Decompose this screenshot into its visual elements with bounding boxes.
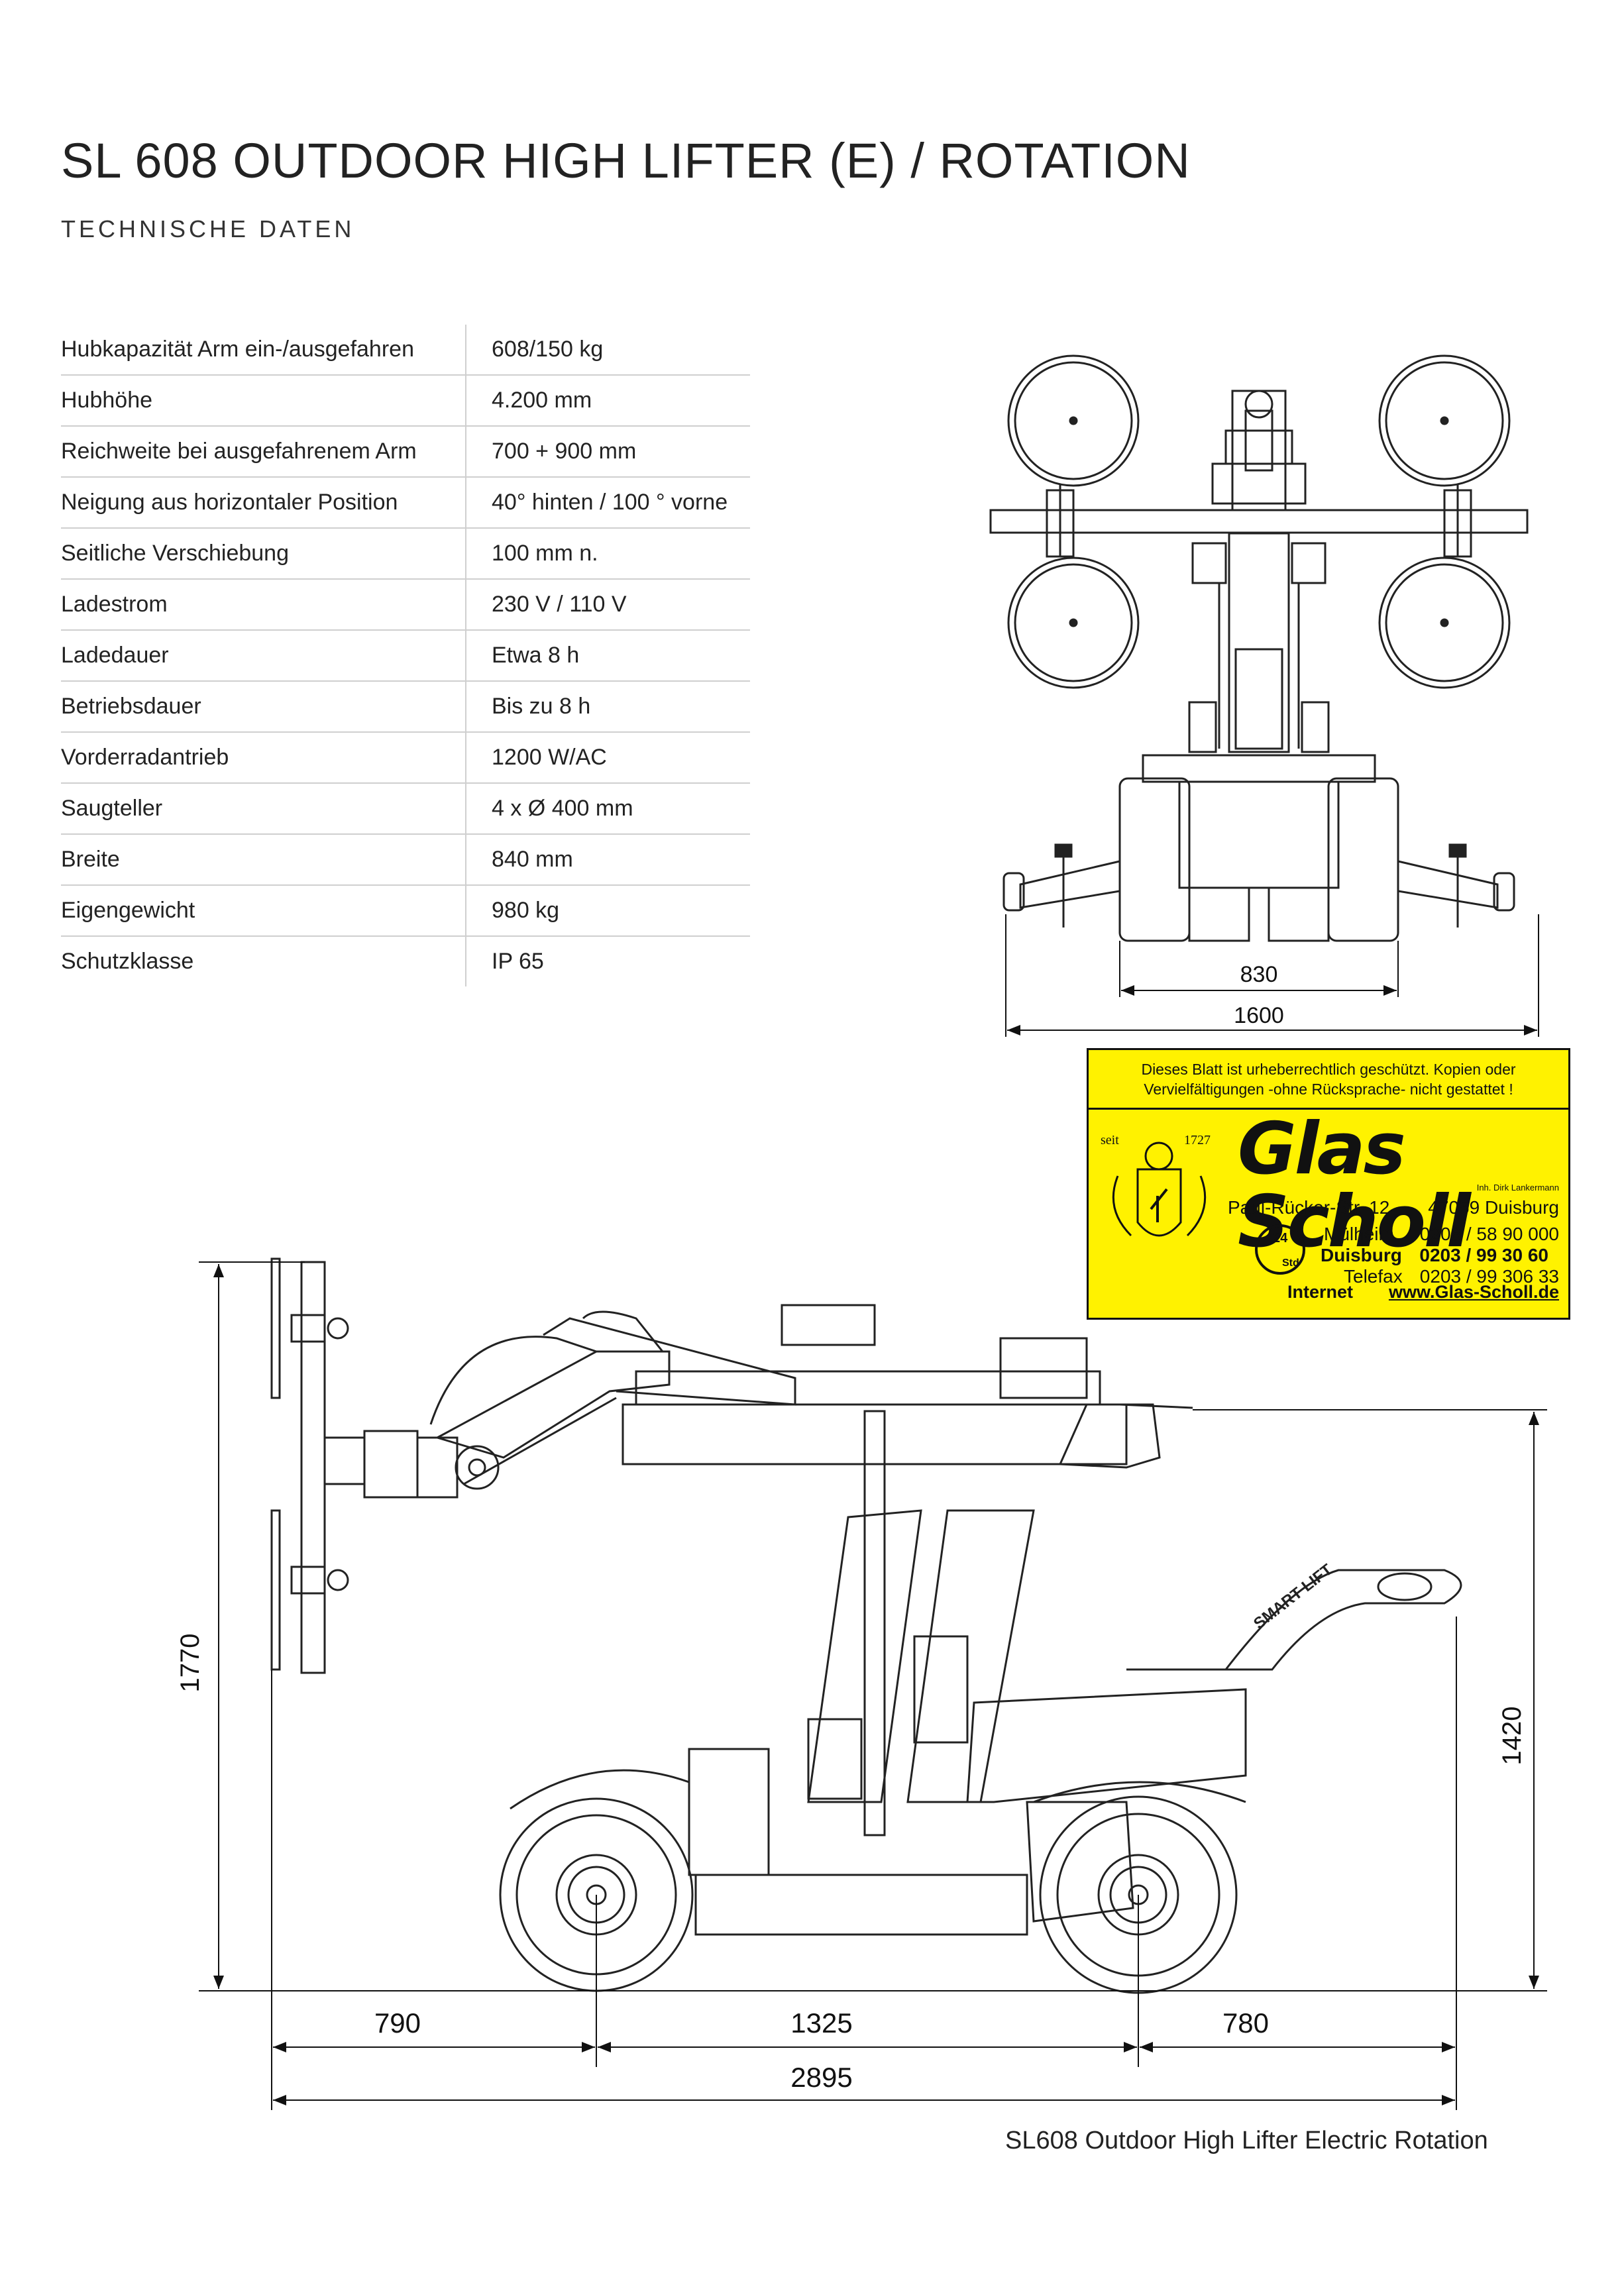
dim-790: 790 xyxy=(374,2007,421,2039)
dim-2895: 2895 xyxy=(790,2062,852,2093)
spec-label: Hubhöhe xyxy=(61,375,466,427)
dim-1600: 1600 xyxy=(1234,1003,1284,1028)
spec-label: Saugteller xyxy=(61,783,466,835)
spec-label: Ladestrom xyxy=(61,579,466,631)
spec-value: 608/150 kg xyxy=(466,325,750,376)
spec-value: 230 V / 110 V xyxy=(466,579,750,631)
spec-label: Neigung aus horizontaler Position xyxy=(61,477,466,529)
dim-830: 830 xyxy=(1240,962,1278,987)
spec-label: Seitliche Verschiebung xyxy=(61,528,466,580)
svg-text:24: 24 xyxy=(1273,1231,1288,1246)
notice-line-1: Dieses Blatt ist urheberrechtlich geschü… xyxy=(1141,1061,1516,1078)
spec-value: 100 mm n. xyxy=(466,528,750,580)
street-address: Paul-Rücker-Str. 12 xyxy=(1228,1197,1390,1218)
page-title: SL 608 OUTDOOR HIGH LIFTER (E) / ROTATIO… xyxy=(61,133,1191,188)
owner-name: Inh. Dirk Lankermann xyxy=(1476,1183,1559,1193)
spec-value: Bis zu 8 h xyxy=(466,681,750,733)
spec-value: 4.200 mm xyxy=(466,375,750,427)
fax-label: Telefax xyxy=(1344,1266,1403,1287)
spec-value: 700 + 900 mm xyxy=(466,426,750,478)
fax-number: 0203 / 99 306 33 xyxy=(1419,1266,1559,1287)
spec-value: Etwa 8 h xyxy=(466,630,750,682)
spec-label: Betriebsdauer xyxy=(61,681,466,733)
footer-caption: SL608 Outdoor High Lifter Electric Rotat… xyxy=(1005,2127,1488,2154)
phone2-label: Duisburg xyxy=(1321,1245,1402,1265)
copyright-stamp: Dieses Blatt ist urheberrechtlich geschü… xyxy=(1087,1048,1570,1320)
spec-label: Reichweite bei ausgefahrenem Arm xyxy=(61,426,466,478)
spec-label: Schutzklasse xyxy=(61,936,466,986)
city-address: 47059 Duisburg xyxy=(1428,1197,1559,1218)
spec-value: 4 x Ø 400 mm xyxy=(466,783,750,835)
spec-value: 1200 W/AC xyxy=(466,732,750,784)
coat-of-arms-icon: seit 1727 xyxy=(1101,1133,1211,1237)
phone1-label: Mülheim xyxy=(1324,1224,1394,1244)
dim-780: 780 xyxy=(1222,2007,1269,2039)
brand-logo: Glas Scholl xyxy=(1238,1108,1471,1263)
spec-label: Hubkapazität Arm ein-/ausgefahren xyxy=(61,325,466,376)
phone1-number: 0208 / 58 90 000 xyxy=(1419,1224,1559,1244)
spec-value: 40° hinten / 100 ° vorne xyxy=(466,477,750,529)
side-view-dimensions xyxy=(199,1261,1547,2110)
front-view-drawing xyxy=(989,354,1529,942)
dim-1420: 1420 xyxy=(1497,1707,1527,1766)
page-subtitle: TECHNISCHE DATEN xyxy=(61,215,355,242)
dim-1325: 1325 xyxy=(790,2007,852,2039)
internet-label: Internet xyxy=(1287,1282,1354,1302)
phone2-number: 0203 / 99 30 60 xyxy=(1419,1245,1548,1265)
svg-text:seit: seit xyxy=(1101,1133,1119,1147)
spec-value: 840 mm xyxy=(466,834,750,886)
spec-label: Eigengewicht xyxy=(61,885,466,937)
notice-line-2: Vervielfältigungen -ohne Rücksprache- ni… xyxy=(1144,1081,1513,1098)
spec-label: Breite xyxy=(61,834,466,886)
copyright-notice: Dieses Blatt ist urheberrechtlich geschü… xyxy=(1089,1050,1568,1110)
website-link[interactable]: www.Glas-Scholl.de xyxy=(1388,1282,1559,1302)
spec-label: Ladedauer xyxy=(61,630,466,682)
side-view-drawing xyxy=(270,1257,1462,1994)
spec-label: Vorderradantrieb xyxy=(61,732,466,784)
dim-1770: 1770 xyxy=(176,1634,205,1693)
svg-text:Std: Std xyxy=(1282,1257,1299,1269)
front-view-dimensions xyxy=(1005,914,1539,1037)
spec-value: 980 kg xyxy=(466,885,750,937)
smart-lift-decal: SMART LIFT xyxy=(1250,1560,1336,1632)
spec-row: Schutzklasse IP 65 xyxy=(61,936,750,986)
phone-24h-icon: 24 Std xyxy=(1255,1224,1305,1275)
spec-value: IP 65 xyxy=(492,949,544,974)
svg-text:1727: 1727 xyxy=(1184,1133,1211,1147)
